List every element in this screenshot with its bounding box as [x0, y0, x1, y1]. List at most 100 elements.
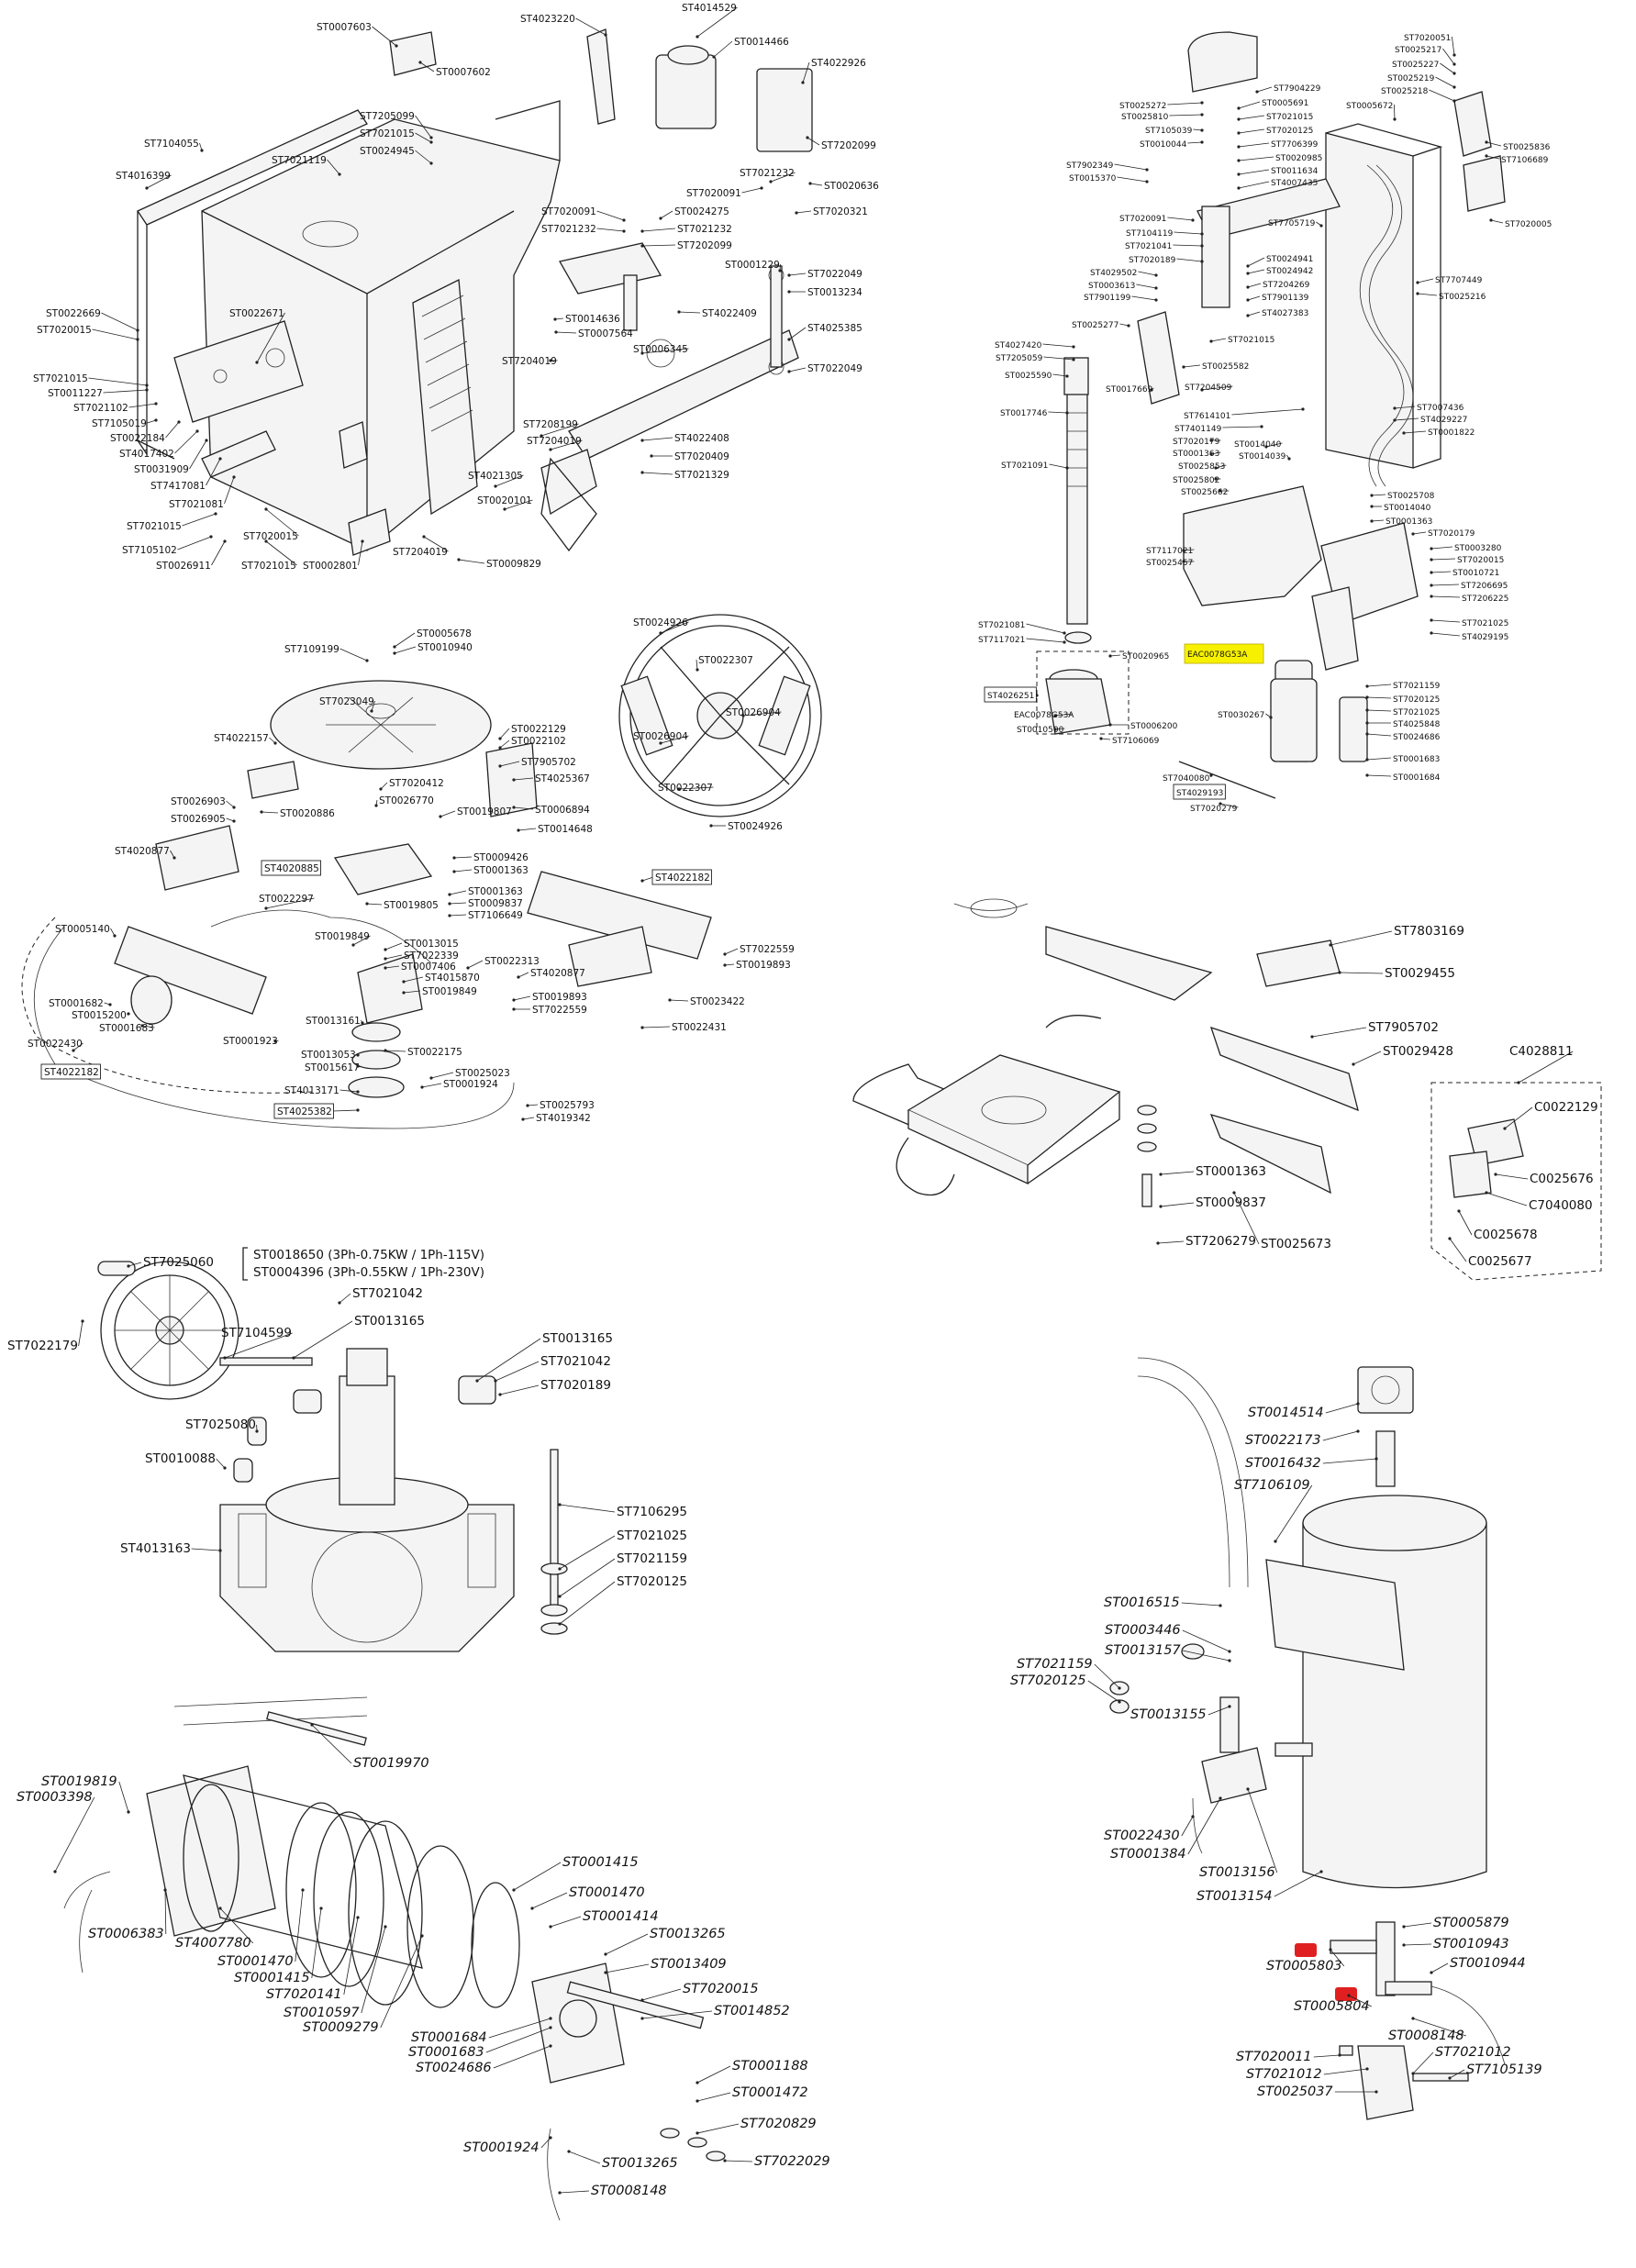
part-number: ST7022559	[532, 1005, 587, 1016]
part-number: ST0025457	[1146, 559, 1193, 568]
leader-dot	[264, 507, 268, 511]
part-number: ST0014648	[538, 824, 593, 835]
part-label-st0010500: ST0010500	[1017, 726, 1065, 735]
leader-line	[332, 1109, 359, 1112]
leader-line	[226, 800, 235, 808]
leader-dot	[1452, 85, 1456, 89]
part-number: ST7206279	[1185, 1234, 1256, 1249]
leader-dot	[429, 161, 433, 165]
part-number: ST7021025	[617, 1529, 687, 1543]
leader-dot	[136, 328, 139, 332]
bead-breaker-drawing	[63, 1696, 726, 2221]
part-label-st0014648: ST0014648	[517, 824, 593, 835]
part-label-st0001683: ST0001683	[1365, 755, 1440, 764]
part-label-st7020125: ST7020125	[1010, 1673, 1121, 1704]
leader-line	[1274, 1871, 1322, 1897]
part-label-st7020829: ST7020829	[696, 2117, 817, 2135]
part-label-st0025219: ST0025219	[1387, 74, 1456, 89]
leader-dot	[393, 651, 396, 655]
part-label-st0025793: ST0025793	[526, 1100, 595, 1111]
leader-line	[807, 137, 820, 146]
part-number: ST7021232	[677, 224, 732, 235]
part-number: ST0020886	[280, 808, 335, 819]
part-label-st4025848: ST4025848	[1365, 720, 1441, 729]
leader-dot	[1338, 2053, 1341, 2057]
part-number: ST0005803	[1266, 1959, 1342, 1973]
part-label-st0009837: ST0009837	[1159, 1195, 1266, 1210]
leader-dot	[292, 1356, 295, 1360]
leader-dot	[273, 1040, 277, 1043]
leader-line	[1238, 142, 1270, 148]
leader-line	[415, 150, 432, 164]
leader-line	[1094, 1663, 1120, 1689]
leader-line	[1417, 278, 1434, 284]
part-number: ST4020877	[115, 846, 170, 857]
leader-line	[1403, 1943, 1432, 1946]
part-number: ST7901139	[1262, 294, 1309, 303]
part-label-st0005672: ST0005672	[1346, 102, 1397, 121]
part-label-st0022297: ST0022297	[259, 894, 315, 910]
part-label-st7117021: ST7117021	[1146, 547, 1195, 556]
leader-dot	[218, 1549, 222, 1552]
leader-line	[1265, 442, 1283, 448]
highlight-box	[1184, 643, 1264, 664]
leader-line	[128, 1262, 142, 1267]
part-number: ST0001363	[1196, 1164, 1266, 1179]
part-number: ST0026770	[379, 795, 434, 806]
part-label-st0007406: ST0007406	[384, 962, 456, 973]
leader-dot	[640, 2017, 644, 2020]
leader-line	[164, 1889, 167, 1935]
part-label-st0006383: ST0006383	[88, 1888, 167, 1941]
leader-dot	[1228, 1659, 1231, 1662]
leader-dot	[1237, 172, 1241, 176]
part-label-st7020321: ST7020321	[795, 206, 868, 217]
leader-dot	[604, 1971, 607, 1974]
leader-line	[394, 632, 416, 648]
part-number: ST7020015	[243, 531, 298, 542]
part-number: ST7021159	[1393, 682, 1441, 691]
leader-dot	[696, 35, 699, 39]
part-label-st4027420: ST4027420	[995, 341, 1075, 350]
leader-dot	[1365, 732, 1369, 736]
leader-line	[380, 1935, 423, 2029]
leader-dot	[1448, 1237, 1452, 1240]
part-number: ST0009837	[1196, 1195, 1266, 1210]
part-number: ST0017746	[1000, 409, 1048, 418]
leader-dot	[1274, 1540, 1277, 1543]
leader-dot	[1374, 2090, 1378, 2094]
part-label-st7204019: ST7204019	[527, 436, 583, 451]
leader-line	[118, 1781, 129, 1813]
leader-dot	[1191, 218, 1195, 222]
leader-dot	[540, 434, 543, 438]
part-number: ST7022029	[754, 2154, 830, 2169]
part-number: ST0025218	[1381, 87, 1429, 96]
part-number: ST4029195	[1462, 633, 1508, 642]
part-number: ST0024275	[674, 206, 729, 217]
leader-dot	[558, 2191, 562, 2195]
leader-dot	[712, 55, 716, 59]
leader-dot	[393, 645, 396, 649]
leader-line	[1371, 519, 1385, 522]
part-number: ST0001924	[443, 1079, 498, 1090]
motor-note-line-2: ST0004396 (3Ph-0.55KW / 1Ph-230V)	[253, 1265, 484, 1280]
leader-line	[559, 1504, 616, 1513]
leader-dot	[205, 439, 208, 442]
part-label-st0022313: ST0022313	[466, 956, 540, 970]
part-number: ST0020965	[1122, 652, 1169, 662]
part-number: ST7022339	[404, 951, 459, 962]
part-number: ST0013154	[1196, 1889, 1273, 1904]
leader-dot	[659, 631, 662, 635]
part-label-st0022129: ST0022129	[498, 724, 566, 740]
part-number: ST7117021	[978, 636, 1025, 645]
part-number: ST0022184	[110, 433, 165, 444]
part-number: ST0013234	[807, 287, 863, 298]
leader-line	[1403, 430, 1427, 434]
leader-dot	[1118, 1700, 1121, 1704]
part-number: ST4029227	[1420, 416, 1467, 425]
leader-dot	[549, 359, 552, 362]
leader-line	[224, 1332, 293, 1359]
leader-dot	[1329, 943, 1332, 947]
part-label-st0017669: ST0017669	[1106, 385, 1154, 395]
leader-line	[1233, 1192, 1260, 1245]
part-label-st7021159: ST7021159	[1017, 1657, 1121, 1690]
